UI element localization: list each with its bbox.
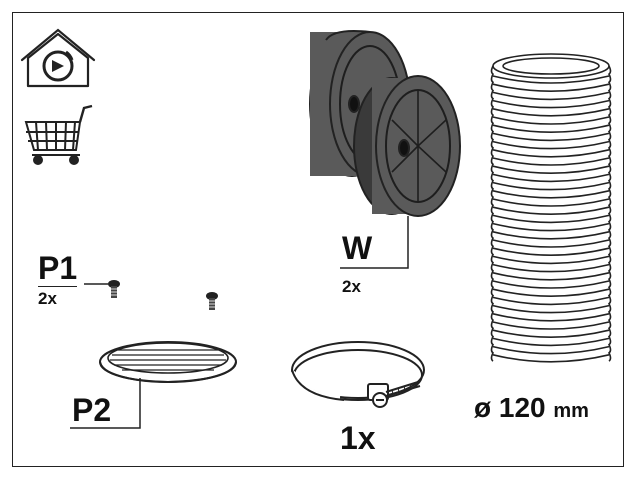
screw-p1-b (206, 292, 218, 310)
hose-ring (492, 321, 610, 330)
hose-side-L (490, 65, 495, 362)
hose-ring (492, 140, 610, 150)
label-hose-diameter: ø 120 mm (474, 394, 589, 422)
hose-ring (492, 198, 610, 207)
hose-ring (492, 149, 610, 158)
hose-ring (492, 157, 610, 166)
hose-ring (492, 124, 610, 133)
label-p2: P2 (72, 392, 112, 428)
label-w: W (342, 230, 373, 266)
recirculation-home-icon (20, 28, 96, 88)
hose-ring (492, 239, 610, 248)
hose-ring (492, 263, 610, 273)
hose-clamp (289, 341, 425, 408)
hose-ring (492, 190, 610, 199)
hose-ring (492, 337, 610, 347)
hose-side-R (607, 65, 612, 362)
hose-ring (492, 206, 610, 215)
hose-ring (492, 345, 610, 355)
hose-ring (492, 304, 610, 314)
label-p1: P1 (38, 250, 78, 287)
label-clamp-quantity: 1x (340, 420, 376, 456)
hose-ring (492, 272, 610, 281)
hose-top-inner (502, 57, 600, 75)
hose-ring (492, 354, 610, 363)
hose-ring (492, 280, 610, 289)
flexible-hose-120mm (490, 53, 612, 368)
hose-ring (492, 255, 610, 265)
hose-ring (492, 116, 610, 125)
hose-ring (492, 329, 610, 338)
hose-ring (492, 247, 610, 256)
hose-ring (492, 108, 610, 117)
grille-p2 (99, 341, 237, 384)
diameter-symbol: ø (474, 392, 492, 423)
diameter-value: 120 (498, 392, 546, 423)
hose-ring (492, 181, 610, 191)
hose-ring (492, 165, 610, 174)
hose-ring (492, 296, 610, 306)
hose-ring (492, 83, 610, 92)
hose-ring (492, 91, 610, 101)
hose-ring (492, 173, 610, 183)
hose-ring (492, 313, 610, 322)
hose-ring (492, 288, 610, 297)
label-w-quantity: 2x (342, 277, 361, 296)
hose-ring (492, 231, 610, 240)
hose-ring (492, 99, 610, 109)
diameter-unit: mm (553, 400, 589, 422)
screw-p1-a (108, 280, 120, 298)
hose-ring (492, 75, 610, 84)
carbon-filter-w (309, 30, 461, 217)
shopping-cart-icon (24, 104, 93, 165)
hose-ring (492, 132, 610, 142)
label-p1-quantity: 2x (38, 289, 57, 308)
hose-ring (492, 214, 610, 224)
hose-ring (492, 222, 610, 232)
